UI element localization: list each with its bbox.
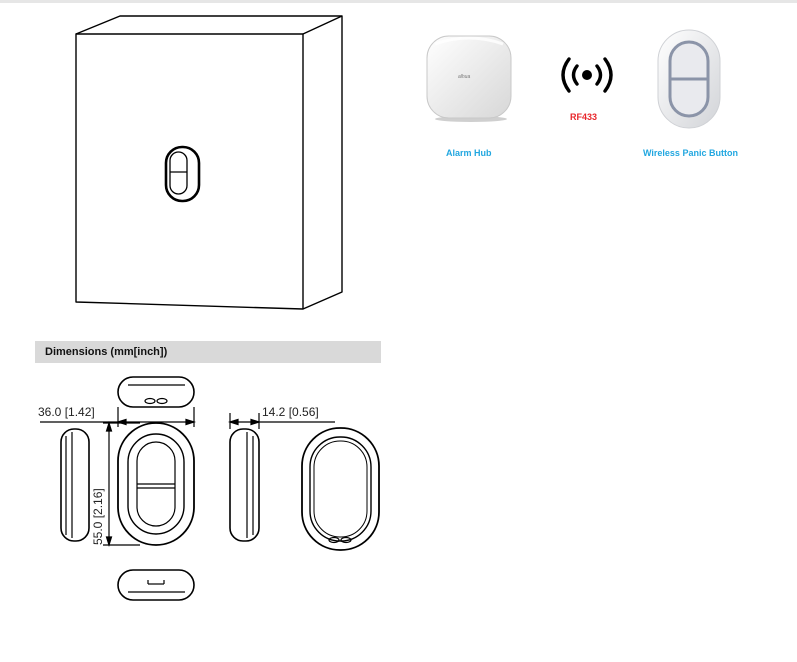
dimensions-title: Dimensions (mm[inch]) [45, 346, 168, 358]
wireless-signal-icon [561, 57, 613, 93]
top-view [117, 376, 195, 408]
mounted-button-icon [164, 145, 201, 203]
side-view-right [229, 428, 260, 542]
width-dimension: 36.0 [1.42] [38, 405, 95, 419]
panic-button-caption: Wireless Panic Button [643, 148, 738, 158]
front-view [117, 422, 195, 546]
rf-link-label: RF433 [570, 112, 598, 122]
depth-dimension: 14.2 [0.56] [262, 405, 319, 419]
panic-button-icon [657, 29, 721, 129]
wall-mount-drawing [75, 15, 343, 310]
height-dimension: 55.0 [2.16] [91, 488, 105, 545]
top-rule [0, 0, 797, 3]
back-view [301, 427, 380, 551]
dimensions-header: Dimensions (mm[inch]) [35, 341, 381, 363]
hub-logo: alhua [458, 74, 471, 80]
bottom-view [117, 569, 195, 601]
side-view-left [60, 428, 90, 542]
hub-caption: Alarm Hub [446, 148, 492, 158]
alarm-hub-icon [426, 35, 512, 122]
